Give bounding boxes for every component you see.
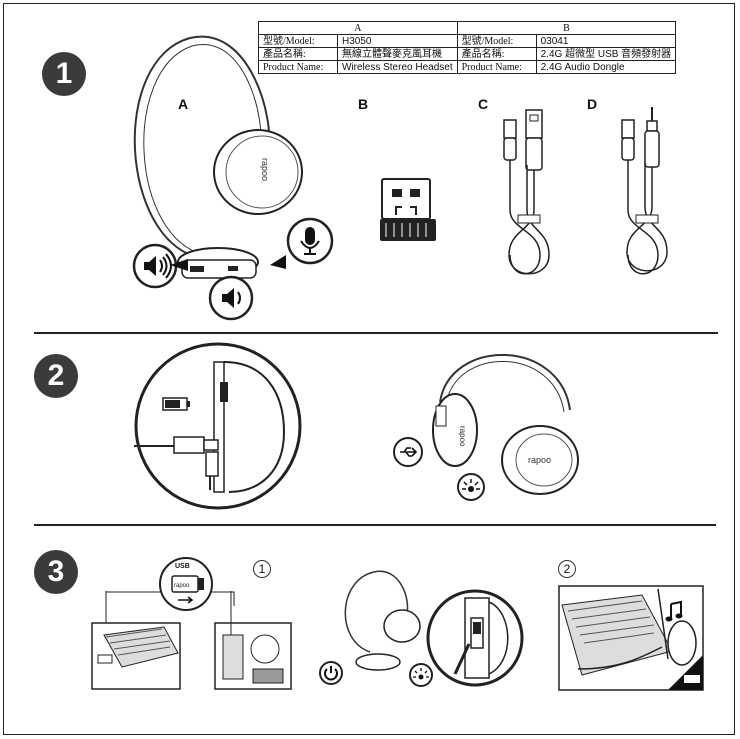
step-1-badge: 1 — [42, 52, 86, 96]
sub-step-2: 2 — [558, 560, 576, 578]
led-icon — [409, 663, 433, 687]
charging-detail — [134, 342, 302, 510]
spec-table: A B 型號/Model: H3050 型號/Model: 03041 產品名稱… — [258, 21, 677, 74]
component-label-b: B — [358, 96, 369, 112]
page-frame — [3, 3, 735, 735]
power-switch-detail — [426, 589, 524, 687]
a-name-en-key: Product Name: — [258, 60, 338, 74]
desktop-tower-icon — [214, 591, 292, 690]
volume-down-icon[interactable] — [208, 275, 254, 321]
headset-icon: rapoo rapoo — [432, 354, 579, 495]
cable-icon — [503, 109, 550, 275]
component-label-d: D — [587, 96, 598, 112]
laptop-icon — [91, 591, 181, 690]
usb-badge-label: USB — [175, 563, 190, 570]
led-icon — [457, 473, 485, 501]
microphone-icon[interactable] — [286, 217, 334, 265]
step-2-badge: 2 — [34, 354, 78, 398]
svg-text:rapoo: rapoo — [174, 583, 190, 589]
svg-text:rapoo: rapoo — [260, 158, 270, 181]
cable-icon — [621, 107, 668, 275]
volume-up-icon[interactable] — [132, 243, 178, 289]
component-label-c: C — [478, 96, 489, 112]
b-name-en-key: Product Name: — [456, 60, 537, 74]
section-divider — [34, 524, 716, 526]
svg-text:rapoo: rapoo — [528, 455, 551, 465]
component-label-a: A — [178, 96, 189, 112]
svg-text:rapoo: rapoo — [458, 426, 467, 447]
section-divider — [34, 332, 718, 334]
callout-pointer — [170, 255, 286, 271]
usb-dongle-icon — [380, 178, 436, 241]
headset-icon — [344, 570, 421, 671]
b-name-en-value: 2.4G Audio Dongle — [535, 60, 677, 74]
headset-icon: rapoo — [133, 35, 303, 279]
battery-icon — [162, 397, 190, 411]
music-note-icon — [665, 600, 683, 622]
step-3-badge: 3 — [34, 550, 78, 594]
sub-step-1: 1 — [253, 560, 271, 578]
power-icon[interactable] — [318, 660, 344, 686]
usb-dongle-icon: rapoo — [159, 557, 213, 611]
usb-icon — [393, 437, 423, 467]
